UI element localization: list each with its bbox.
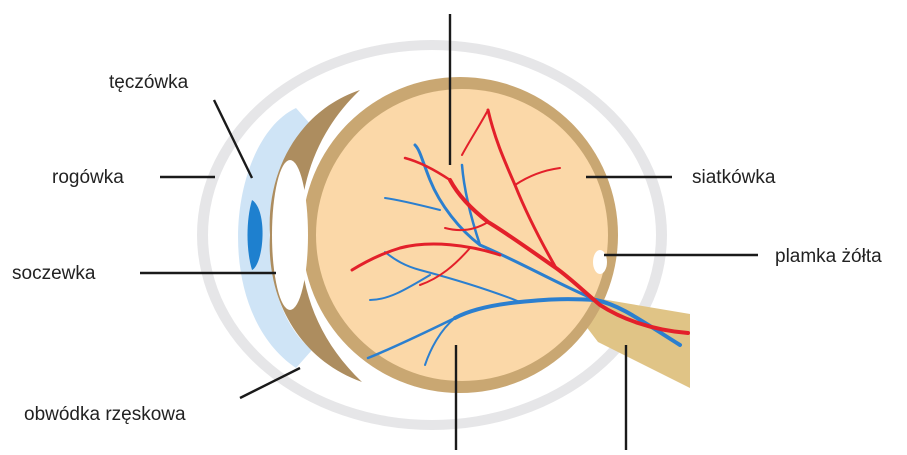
- label-macula: plamka żółta: [775, 246, 882, 267]
- label-cornea: rogówka: [52, 167, 124, 188]
- label-iris: tęczówka: [109, 72, 189, 93]
- lens-shape: [272, 160, 308, 310]
- label-retina: siatkówka: [692, 167, 776, 188]
- label-lens: soczewka: [12, 263, 96, 284]
- vitreous-body: [316, 89, 608, 381]
- label-ciliary-body: obwódka rzęskowa: [24, 404, 186, 425]
- macula-spot: [593, 250, 607, 274]
